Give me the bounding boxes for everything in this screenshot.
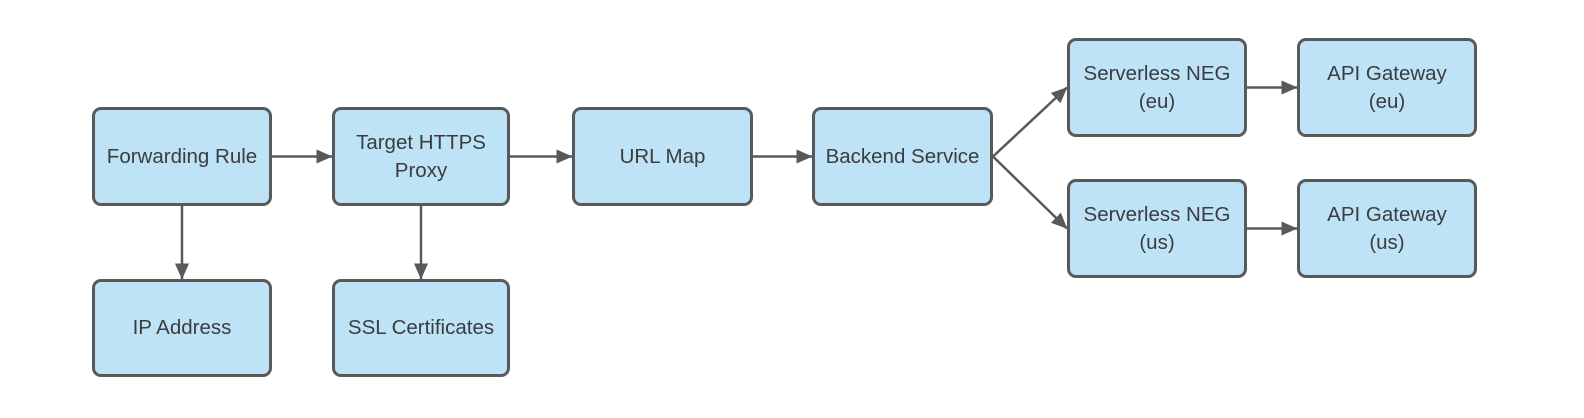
node-target-https-proxy: Target HTTPS Proxy [332, 107, 510, 206]
node-serverless-neg-us: Serverless NEG (us) [1067, 179, 1247, 278]
node-label: SSL Certificates [347, 316, 495, 340]
node-label: Serverless NEG (eu) [1083, 61, 1231, 113]
node-label: API Gateway (us) [1327, 202, 1447, 254]
node-serverless-neg-eu: Serverless NEG (eu) [1067, 38, 1247, 137]
node-api-gateway-us: API Gateway (us) [1297, 179, 1477, 278]
node-api-gateway-eu: API Gateway (eu) [1297, 38, 1477, 137]
connector-backend-service-to-serverless-neg-us [992, 155, 1068, 230]
connector-backend-service-to-serverless-neg-eu [992, 86, 1068, 158]
node-label: Forwarding Rule [106, 144, 258, 168]
node-label: IP Address [132, 316, 232, 340]
node-label: URL Map [619, 144, 706, 168]
node-label: Target HTTPS Proxy [356, 130, 486, 182]
node-label: API Gateway (eu) [1327, 61, 1447, 113]
node-backend-service: Backend Service [812, 107, 993, 206]
node-forwarding-rule: Forwarding Rule [92, 107, 272, 206]
node-url-map: URL Map [572, 107, 753, 206]
node-label: Backend Service [825, 144, 980, 168]
node-label: Serverless NEG (us) [1083, 202, 1231, 254]
node-ssl-certificates: SSL Certificates [332, 279, 510, 377]
node-ip-address: IP Address [92, 279, 272, 377]
